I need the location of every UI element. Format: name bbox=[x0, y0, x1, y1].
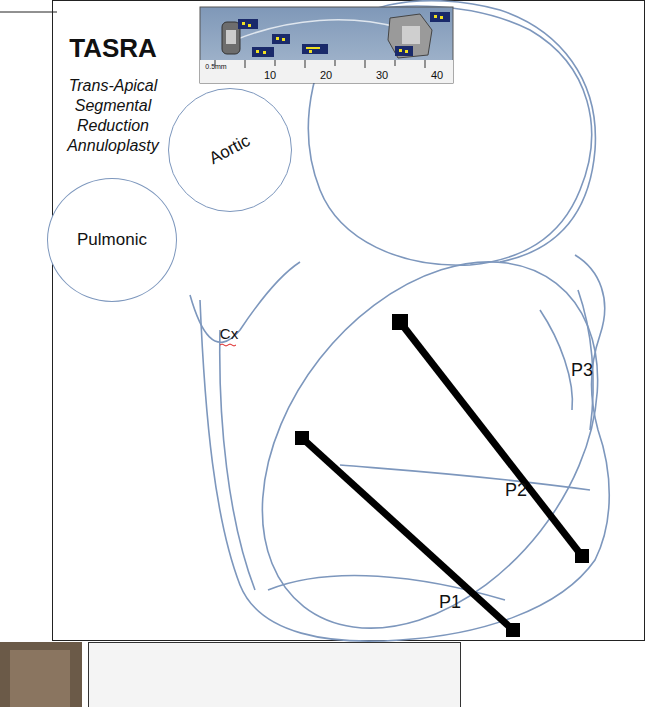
segment-label: P1 bbox=[439, 592, 461, 613]
valve-circle: Aortic bbox=[168, 88, 292, 212]
subtitle: Trans-Apical Segmental Reduction Annulop… bbox=[57, 76, 169, 156]
frame-line bbox=[0, 12, 57, 13]
ruler-number: 30 bbox=[376, 69, 388, 81]
valve-name: Pulmonic bbox=[77, 230, 147, 250]
valve-name: Aortic bbox=[206, 131, 254, 169]
segment-label: P2 bbox=[505, 480, 527, 501]
ruler-number: 40 bbox=[431, 69, 443, 81]
photo-strip bbox=[10, 650, 70, 707]
photo-frame bbox=[89, 643, 461, 707]
photo-strip bbox=[0, 642, 82, 707]
valve-circle: Pulmonic bbox=[47, 178, 177, 302]
vessel-label: Cx bbox=[220, 325, 238, 342]
device-photo bbox=[200, 7, 453, 83]
anchor-square bbox=[295, 314, 589, 637]
ruler-number: 20 bbox=[320, 69, 332, 81]
segment-label: P3 bbox=[571, 360, 593, 381]
scale-label: 0.5mm bbox=[205, 63, 226, 70]
panel-frame bbox=[53, 1, 645, 641]
title: TASRA bbox=[69, 33, 157, 64]
spell-underline bbox=[220, 344, 236, 346]
ruler-number: 10 bbox=[264, 69, 276, 81]
reduction-bar bbox=[302, 322, 582, 630]
